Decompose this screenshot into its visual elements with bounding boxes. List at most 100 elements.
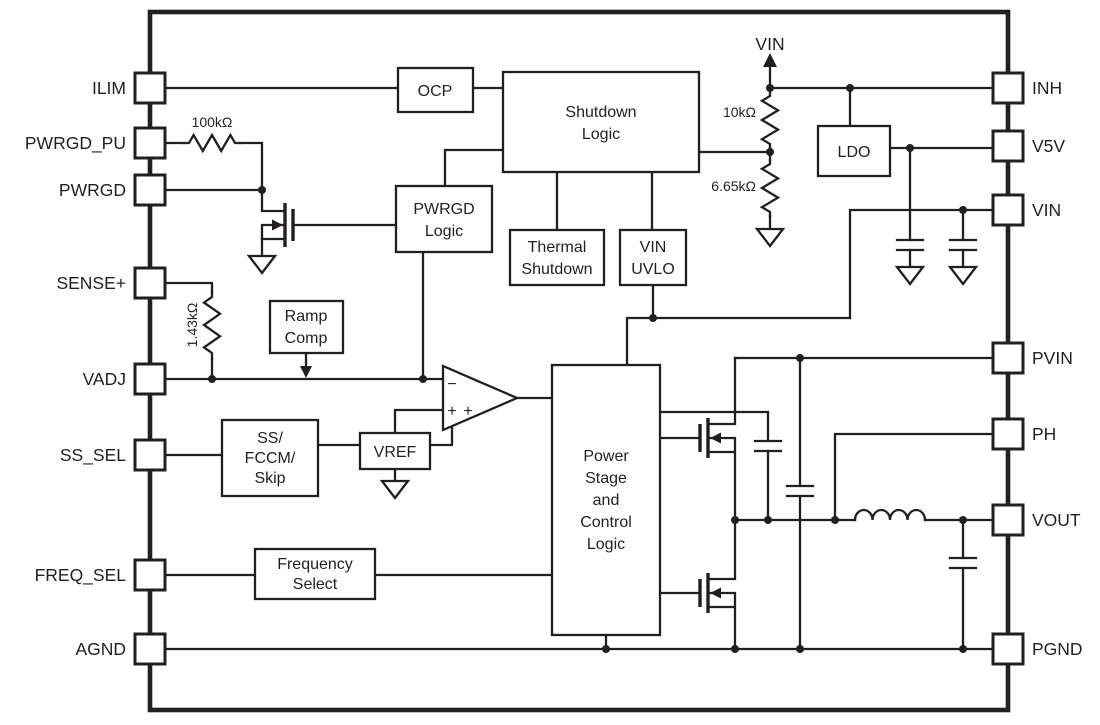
capacitor-plates [895,238,925,252]
block-frequency-select: Frequency Select [253,547,377,601]
resistor-100k [182,132,242,154]
pin-pgnd [991,632,1025,666]
pin-label-pwrgd-pu: PWRGD_PU [25,133,126,154]
mosfet-leads [706,518,737,651]
pin-labels-right: INH V5V VIN PVIN PH VOUT PGND [1032,78,1083,659]
block-pwrgd-logic-label: PWRGD [413,201,474,218]
junction-dot [766,148,774,156]
wire-ph [833,432,995,522]
block-pwrgd-logic-label: Logic [425,223,463,240]
block-thermal-shutdown-label: Shutdown [521,261,592,278]
opamp-minus-sign: − [447,376,456,393]
junction-dot [208,375,216,383]
block-pwrgd-logic-box [394,184,494,254]
block-ocp-box [396,66,475,114]
block-ramp-comp: Ramp Comp [268,299,345,355]
block-frequency-select-label: Select [293,576,338,593]
ground-symbols [246,227,979,500]
block-thermal-shutdown-box [508,228,606,287]
mosfet-high-side [698,356,737,522]
block-ss-fccm-skip-label: SS/ [257,430,283,447]
junction-dot [602,645,610,653]
mosfet-leads [260,188,398,241]
resistor-zigzag [759,90,781,150]
pin-ph [991,417,1025,451]
block-ldo: LDO [816,124,892,178]
resistor-6p65k [759,158,781,218]
block-vin-uvlo-label: VIN [640,239,667,256]
block-power-stage: Power Stage and Control Logic [550,363,662,637]
capacitor-vin [948,238,978,252]
inductor [853,508,927,522]
mosfet-low-side [698,518,737,651]
pins-left [133,71,167,666]
block-ocp-label: OCP [418,83,453,100]
pin-label-pvin: PVIN [1032,348,1073,368]
block-vref-label: VREF [374,444,417,461]
pin-label-vin: VIN [1032,200,1061,220]
pin-label-freq-sel: FREQ_SEL [35,565,127,586]
resistor-10k [759,90,781,150]
opamp-plus-sign: + [447,403,456,420]
capacitor-v5v [895,238,925,252]
junction-dots [208,84,967,653]
block-frequency-select-box [253,547,377,601]
capacitor-plates [785,484,815,498]
junction-dot [258,186,266,194]
junction-dot [906,144,914,152]
ground-icon [379,479,411,500]
arrowhead-rampcomp [300,366,312,378]
block-shutdown-logic-box [501,70,701,174]
resistor-1p43k [201,289,223,361]
opamp-plus-sign: + [463,403,472,420]
vin-net-label: VIN [755,34,784,54]
ground-icon [947,265,979,286]
capacitor-plates [948,238,978,252]
pin-ilim [133,71,167,105]
block-power-stage-box [550,363,662,637]
pin-label-ph: PH [1032,424,1056,444]
block-thermal-shutdown-label: Thermal [528,239,587,256]
capacitor-output [948,556,978,570]
pin-agnd [133,632,167,666]
block-ss-fccm-skip: SS/ FCCM/ Skip [220,418,320,498]
block-ramp-comp-label: Comp [285,330,328,347]
pin-label-inh: INH [1032,78,1062,98]
component-labels: VIN 100kΩ 10kΩ 6.65kΩ 1.43kΩ [184,34,785,347]
pin-vout [991,503,1025,537]
resistor-zigzag [759,158,781,218]
pin-ss-sel [133,438,167,472]
pin-inh [991,71,1025,105]
resistor-zigzag [182,132,242,154]
block-ldo-box [816,124,892,178]
pin-pwrgd [133,173,167,207]
block-power-stage-label: and [593,492,620,509]
wire-vin-pin [848,208,995,320]
junction-dot [831,516,839,524]
wire-pullup-node [238,141,264,192]
pin-pvin [991,341,1025,375]
error-amplifier: − + + [441,364,520,432]
pins-right [991,71,1025,666]
pin-vin [991,193,1025,227]
resistor-6p65k-label: 6.65kΩ [711,178,756,194]
block-pwrgd-logic: PWRGD Logic [394,184,494,254]
block-vref-box [358,431,432,471]
wire-vin-sense-bus [625,316,852,367]
mosfet-body-arrow [710,587,721,599]
junction-dot [846,84,854,92]
junction-dot [959,516,967,524]
capacitor-input [785,484,815,498]
block-vin-uvlo: VIN UVLO [618,228,688,287]
mosfet-body-arrow [272,219,283,231]
pin-label-pgnd: PGND [1032,639,1083,659]
opamp-triangle [441,364,520,432]
pin-label-ilim: ILIM [92,78,126,98]
pin-label-pwrgd: PWRGD [59,180,126,200]
ground-icon [894,265,926,286]
inductor-coils [853,508,927,522]
block-vref: VREF [358,431,432,471]
junction-dot [764,516,772,524]
